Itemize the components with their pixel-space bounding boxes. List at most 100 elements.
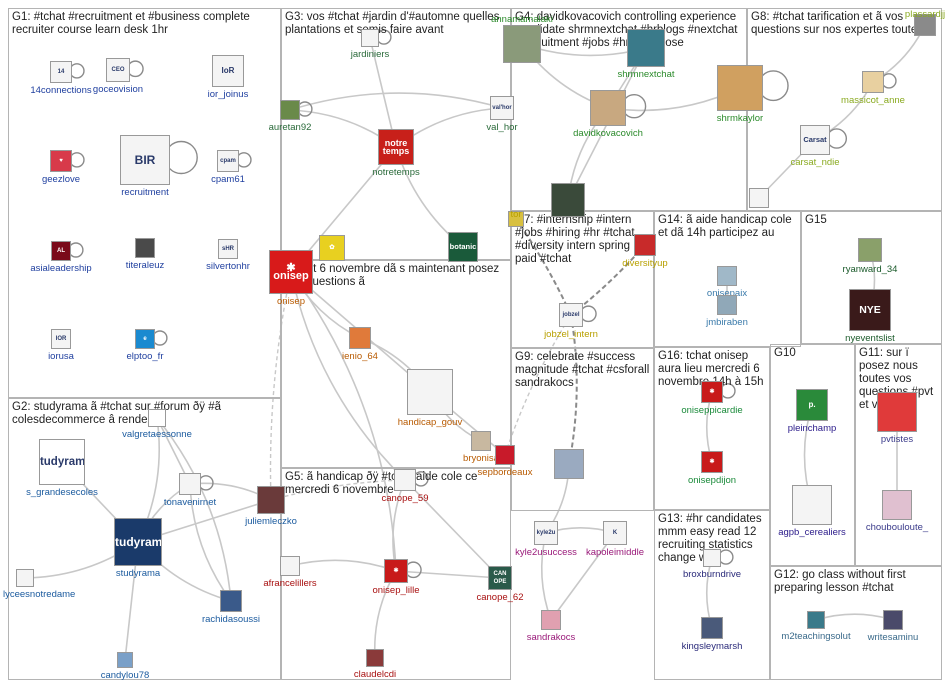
avatar[interactable]: [627, 29, 665, 67]
avatar[interactable]: [16, 569, 34, 587]
avatar-image-text: BIR: [134, 153, 156, 167]
avatar[interactable]: ✱: [384, 559, 408, 583]
avatar[interactable]: [807, 611, 825, 629]
node-label: tonavenirnet: [163, 497, 217, 508]
avatar[interactable]: [508, 211, 524, 227]
node-label: davidkovacovich: [573, 128, 643, 139]
edge: [189, 483, 232, 602]
node-label: notretemps: [372, 167, 420, 178]
avatar[interactable]: IoR: [212, 55, 244, 87]
avatar[interactable]: CEO: [106, 58, 130, 82]
avatar[interactable]: val'hor: [490, 96, 514, 120]
avatar[interactable]: [858, 238, 882, 262]
avatar[interactable]: [394, 469, 416, 491]
avatar[interactable]: [749, 188, 769, 208]
avatar[interactable]: CAN OPE: [488, 566, 512, 590]
avatar[interactable]: [717, 266, 737, 286]
avatar[interactable]: [882, 490, 912, 520]
avatar-image-text: CAN OPE: [493, 571, 507, 585]
avatar[interactable]: ✱: [701, 381, 723, 403]
avatar[interactable]: jobzel: [559, 303, 583, 327]
avatar[interactable]: [792, 485, 832, 525]
avatar[interactable]: K: [603, 521, 627, 545]
avatar[interactable]: [551, 183, 585, 217]
avatar[interactable]: [280, 556, 300, 576]
node-label: carsat_ndie: [790, 157, 840, 168]
avatar[interactable]: [877, 392, 917, 432]
avatar[interactable]: cpam: [217, 150, 239, 172]
avatar[interactable]: [701, 617, 723, 639]
avatar[interactable]: [590, 90, 626, 126]
avatar[interactable]: [883, 610, 903, 630]
group-title: G9: celebrate #success magnitude #tchat …: [515, 351, 653, 389]
avatar[interactable]: notre temps: [378, 129, 414, 165]
avatar-image-text: ✱ onisep: [273, 262, 309, 282]
avatar[interactable]: Carsat: [800, 125, 830, 155]
node-label: cpam61: [211, 174, 245, 185]
avatar-image-text: ♥: [59, 158, 63, 164]
avatar[interactable]: [349, 327, 371, 349]
avatar-image-text: val'hor: [492, 105, 512, 111]
node-label: shrmkaylor: [716, 113, 764, 124]
avatar[interactable]: [407, 369, 453, 415]
avatar[interactable]: [541, 610, 561, 630]
group-panel-g1: G1: #tchat #recruitment et #business com…: [8, 8, 281, 398]
avatar-image-text: IOR: [55, 336, 67, 342]
avatar[interactable]: [179, 473, 201, 495]
node-label: auretan92: [268, 122, 312, 133]
avatar[interactable]: Studyrama: [39, 439, 85, 485]
avatar[interactable]: BIR: [120, 135, 170, 185]
node-label: chouboulоute_: [865, 522, 929, 533]
avatar[interactable]: [135, 238, 155, 258]
avatar[interactable]: p.: [796, 389, 828, 421]
avatar[interactable]: [495, 445, 515, 465]
node-label: oniseppicardie: [681, 405, 743, 416]
avatar[interactable]: [703, 549, 721, 567]
avatar[interactable]: [280, 100, 300, 120]
avatar[interactable]: [361, 29, 379, 47]
avatar[interactable]: [914, 14, 936, 36]
avatar[interactable]: [862, 71, 884, 93]
avatar-image-text: 14: [57, 69, 65, 75]
avatar-image-text: kyle2u: [536, 530, 556, 536]
avatar[interactable]: [634, 234, 656, 256]
group-panel-g10: G10: [770, 344, 855, 566]
group-panel-g16: G16: tchat onisep aura lieu mercredi 6 n…: [654, 347, 770, 510]
avatar-image-text: NYE: [859, 304, 881, 316]
node-label: sepbordeaux: [477, 467, 533, 478]
node-label: ior_joinus: [207, 89, 249, 100]
avatar[interactable]: ✿: [319, 235, 345, 261]
node-label: onisep_lille: [372, 585, 420, 596]
avatar[interactable]: [220, 590, 242, 612]
avatar[interactable]: sHR: [218, 239, 238, 259]
avatar[interactable]: ✱: [701, 451, 723, 473]
node-label: asialeadership: [30, 263, 92, 274]
node-label: massicot_anne: [841, 95, 905, 106]
node-label: handicap_gouv: [397, 417, 463, 428]
avatar[interactable]: [257, 486, 285, 514]
avatar[interactable]: e: [135, 329, 155, 349]
node-label: canope_59: [381, 493, 429, 504]
edge: [156, 417, 232, 602]
avatar[interactable]: [148, 409, 166, 427]
avatar[interactable]: [717, 65, 763, 111]
avatar[interactable]: 14: [50, 61, 72, 83]
avatar[interactable]: NYE: [849, 289, 891, 331]
avatar[interactable]: ✱ onisep: [269, 250, 313, 294]
avatar[interactable]: [554, 449, 584, 479]
node-label: pleinchamp: [787, 423, 837, 434]
avatar[interactable]: [503, 25, 541, 63]
avatar[interactable]: ♥: [50, 150, 72, 172]
avatar[interactable]: [471, 431, 491, 451]
avatar[interactable]: [117, 652, 133, 668]
avatar[interactable]: IOR: [51, 329, 71, 349]
avatar[interactable]: [366, 649, 384, 667]
avatar[interactable]: Studyrama: [114, 518, 162, 566]
avatar[interactable]: botanic: [448, 232, 478, 262]
avatar[interactable]: kyle2u: [534, 521, 558, 545]
avatar-image-text: Studyrama: [114, 535, 162, 549]
avatar[interactable]: AL: [51, 241, 71, 261]
avatar[interactable]: [717, 295, 737, 315]
node-label: titeraleuz: [125, 260, 165, 271]
edge: [289, 92, 503, 111]
